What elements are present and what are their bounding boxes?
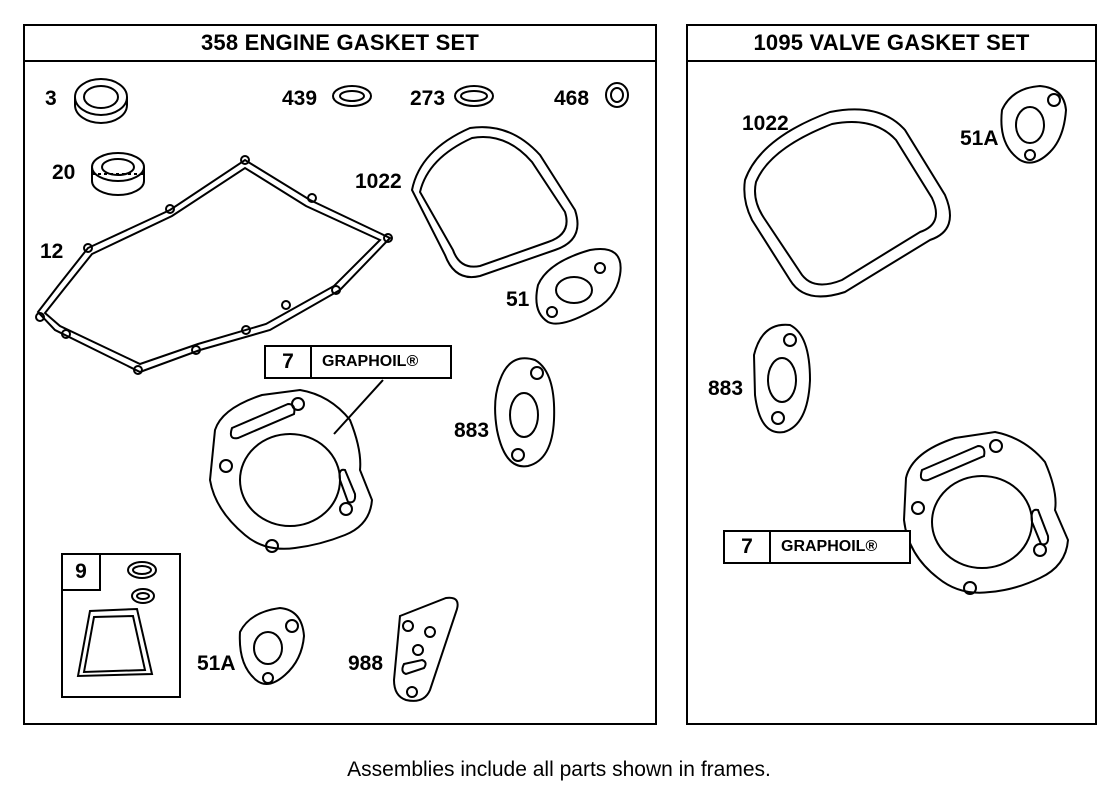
- part-988-breather-gasket: [392, 596, 459, 702]
- label-part-3: 3: [45, 87, 57, 110]
- part-3-seal: [74, 78, 128, 124]
- valve-part-51a-gasket: [1000, 84, 1068, 164]
- valve-graphoil-part-number: 7: [725, 532, 771, 562]
- label-part-883: 883: [454, 419, 490, 442]
- engine-gasket-set-title: 358 ENGINE GASKET SET: [25, 26, 655, 62]
- valve-part-883-gasket: [752, 323, 812, 434]
- valve-gasket-set-title: 1095 VALVE GASKET SET: [688, 26, 1095, 62]
- part-439-ring: [332, 85, 372, 107]
- valve-part-7-head-gasket: [902, 430, 1070, 595]
- engine-gasket-set-frame: 358 ENGINE GASKET SET: [23, 24, 657, 725]
- valve-gasket-set-frame: 1095 VALVE GASKET SET: [686, 24, 1097, 725]
- kit-9-number: 9: [63, 555, 101, 591]
- part-883-gasket: [494, 357, 556, 468]
- graphoil-part-number: 7: [266, 347, 312, 377]
- valve-part-1022-gasket: [743, 108, 951, 298]
- assemblies-caption: Assemblies include all parts shown in fr…: [347, 758, 771, 781]
- valve-graphoil-label: GRAPHOIL®: [781, 538, 878, 555]
- label-part-12: 12: [40, 240, 64, 263]
- engine-graphoil-callout: 7 GRAPHOIL®: [264, 345, 452, 379]
- part-12-crankcase-gasket: [35, 155, 393, 375]
- label-part-1022: 1022: [355, 170, 402, 193]
- part-51a-gasket: [238, 606, 306, 685]
- part-7-head-gasket: [208, 379, 384, 553]
- label-part-439: 439: [282, 87, 318, 110]
- label-part-20: 20: [52, 161, 76, 184]
- valve-graphoil-callout: 7 GRAPHOIL®: [723, 530, 911, 564]
- part-51-gasket: [535, 248, 622, 325]
- valve-label-part-1022: 1022: [742, 112, 789, 135]
- part-1022-valve-cover-gasket: [410, 126, 579, 278]
- label-part-51: 51: [506, 288, 530, 311]
- label-part-51a: 51A: [197, 652, 236, 675]
- kit-9-contents: [76, 561, 157, 678]
- part-468-washer: [605, 82, 629, 108]
- part-273-ring: [454, 85, 494, 107]
- valve-label-part-883: 883: [708, 377, 744, 400]
- label-part-273: 273: [410, 87, 446, 110]
- graphoil-label: GRAPHOIL®: [322, 353, 419, 370]
- label-part-988: 988: [348, 652, 384, 675]
- valve-label-part-51a: 51A: [960, 127, 999, 150]
- kit-9-box: 9: [61, 553, 181, 698]
- part-20-oil-seal: [91, 152, 145, 196]
- label-part-468: 468: [554, 87, 590, 110]
